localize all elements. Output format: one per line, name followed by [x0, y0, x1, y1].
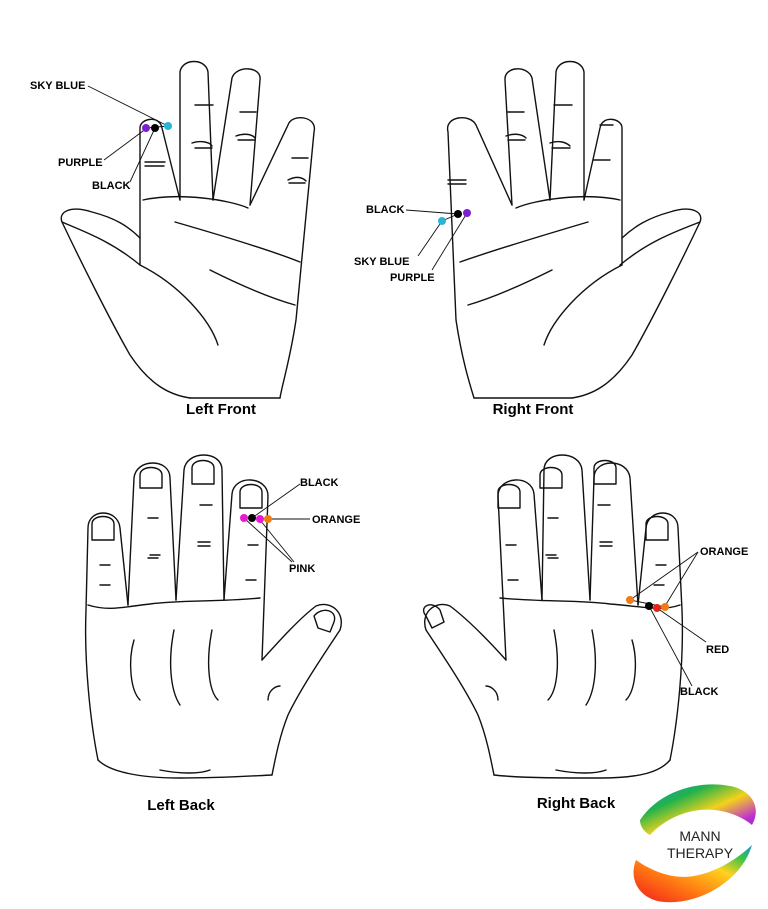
point-purple	[142, 124, 150, 132]
mann-therapy-logo: MANN THERAPY	[633, 784, 756, 903]
point-sky-blue	[164, 122, 172, 130]
label-red: RED	[706, 644, 729, 656]
point-orange	[264, 515, 272, 523]
point-black	[454, 210, 462, 218]
point-red	[653, 604, 661, 612]
label-sky-blue: SKY BLUE	[30, 80, 85, 92]
panel-left-back: BLACK ORANGE PINK Left Back	[84, 454, 360, 814]
leader-red	[656, 607, 707, 643]
point-pink	[256, 515, 264, 523]
right-back-hand-outline	[422, 454, 684, 779]
leader-black-lb	[251, 483, 301, 519]
label-black: BLACK	[92, 180, 131, 192]
logo-line-1: MANN	[679, 828, 720, 844]
panel-left-front: SKY BLUE PURPLE BLACK Left Front	[30, 60, 315, 418]
leader-black-rf	[405, 209, 459, 215]
point-purple	[463, 209, 471, 217]
point-orange	[661, 603, 669, 611]
label-black: BLACK	[366, 204, 405, 216]
label-pink: PINK	[289, 563, 315, 575]
left-front-hand-outline	[60, 60, 315, 399]
leader-sky-blue	[87, 85, 169, 127]
caption-left-back: Left Back	[147, 797, 215, 814]
label-purple: PURPLE	[58, 157, 103, 169]
leader-black	[129, 127, 156, 183]
leader-purple-rf	[431, 212, 468, 271]
panel-right-back: ORANGE RED BLACK Right Back	[422, 454, 748, 812]
point-black	[248, 514, 256, 522]
point-black	[151, 124, 159, 132]
point-pink	[240, 514, 248, 522]
panel-right-front: BLACK SKY BLUE PURPLE Right Front	[354, 60, 702, 418]
point-black	[645, 602, 653, 610]
label-purple: PURPLE	[390, 272, 435, 284]
caption-right-front: Right Front	[493, 401, 574, 418]
leader-black-rb	[648, 605, 693, 687]
caption-right-back: Right Back	[537, 795, 616, 812]
logo-line-2: THERAPY	[667, 845, 734, 861]
leader-pink-a	[243, 517, 293, 563]
leader-orange-a	[629, 551, 699, 601]
right-front-hand-outline	[447, 60, 702, 399]
leader-orange-b	[664, 551, 699, 607]
label-black: BLACK	[300, 477, 339, 489]
leader-purple	[103, 127, 148, 161]
label-orange: ORANGE	[312, 514, 360, 526]
point-sky-blue	[438, 217, 446, 225]
left-back-hand-outline	[84, 454, 342, 779]
label-orange: ORANGE	[700, 546, 748, 558]
caption-left-front: Left Front	[186, 401, 256, 418]
label-sky-blue: SKY BLUE	[354, 256, 409, 268]
leader-pink-b	[259, 519, 295, 563]
point-orange	[626, 596, 634, 604]
label-black: BLACK	[680, 686, 719, 698]
